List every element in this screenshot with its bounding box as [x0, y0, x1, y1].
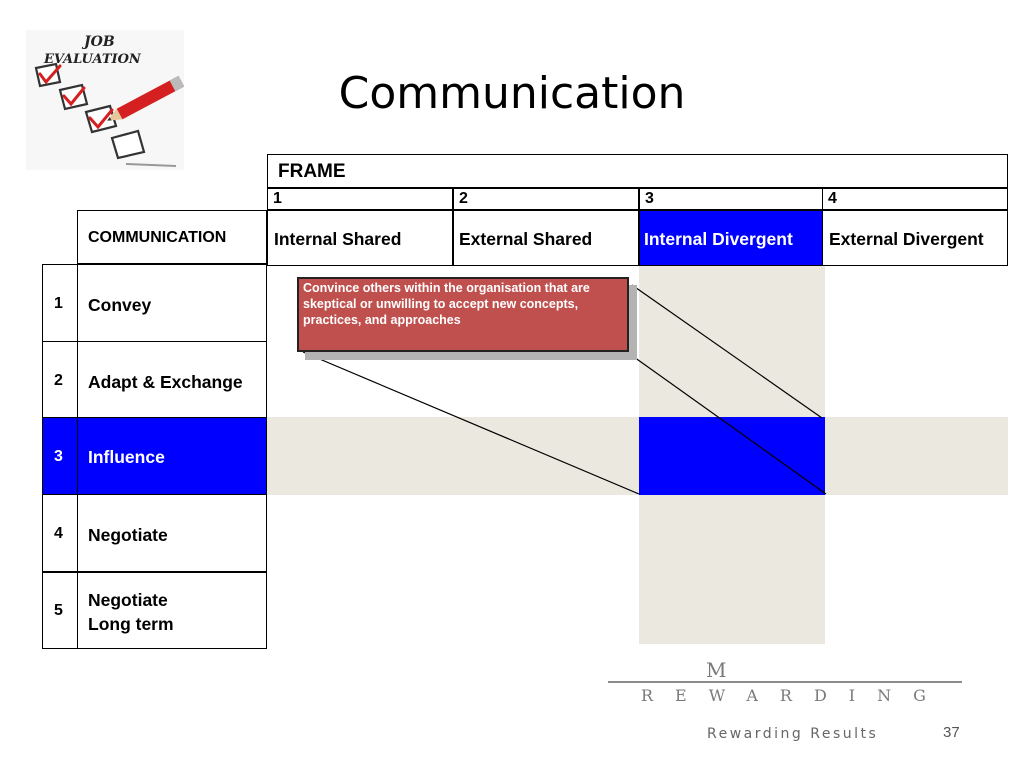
column-header-4-label: External Divergent	[829, 229, 984, 249]
column-header-2: External Shared	[453, 210, 639, 266]
frame-num-3-label: 3	[645, 190, 654, 207]
page-number: 37	[943, 724, 960, 741]
row-3-num: 3	[42, 417, 78, 495]
row-5-num: 5	[42, 572, 78, 649]
page-title-text: Communication	[338, 68, 686, 119]
row-3-label: Influence	[77, 417, 267, 495]
brand-tagline: Rewarding Results	[707, 726, 879, 742]
frame-num-2-label: 2	[459, 190, 468, 207]
row-5-num-label: 5	[54, 602, 63, 619]
frame-num-1-label: 1	[273, 190, 282, 207]
row-1-label-text: Convey	[88, 295, 152, 315]
column-header-4: External Divergent	[822, 210, 1008, 266]
row-3-num-label: 3	[54, 448, 63, 465]
row-1-label: Convey	[77, 264, 267, 342]
column-header-1: Internal Shared	[267, 210, 453, 266]
frame-num-1: 1	[267, 188, 453, 210]
communication-header-label: COMMUNICATION	[88, 229, 227, 246]
column-header-3-label: Internal Divergent	[644, 229, 793, 249]
frame-num-4: 4	[822, 188, 1008, 210]
row-2-label: Adapt & Exchange	[77, 341, 267, 418]
row-2-num: 2	[42, 341, 78, 418]
brand-wordmark: REWARDING	[641, 686, 948, 705]
row-5-label: Negotiate Long term	[77, 572, 267, 649]
page-title: Communication	[0, 68, 1024, 119]
intersection-highlight	[639, 417, 825, 495]
row-5-label-line2: Long term	[88, 614, 174, 634]
checklist-pencil-icon	[26, 30, 185, 170]
frame-num-2: 2	[453, 188, 639, 210]
column-header-1-label: Internal Shared	[274, 229, 402, 249]
row-4-num: 4	[42, 494, 78, 572]
brand-divider	[608, 681, 962, 683]
logo-line1: JOB	[84, 34, 115, 50]
callout-text: Convince others within the organisation …	[303, 281, 590, 327]
row-2-num-label: 2	[54, 372, 63, 389]
column-header-2-label: External Shared	[459, 229, 593, 249]
row-4-num-label: 4	[54, 525, 63, 542]
job-evaluation-logo: JOB EVALUATION	[26, 30, 185, 170]
row-5-label-line1: Negotiate	[88, 590, 168, 610]
column-header-3: Internal Divergent	[639, 210, 825, 266]
frame-num-4-label: 4	[828, 190, 837, 207]
brand-monogram: M	[706, 658, 727, 682]
frame-header-label: FRAME	[278, 161, 346, 182]
row-4-label: Negotiate	[77, 494, 267, 572]
frame-num-3: 3	[639, 188, 825, 210]
row-2-label-text: Adapt & Exchange	[88, 372, 243, 392]
callout-box: Convince others within the organisation …	[297, 277, 629, 352]
frame-header: FRAME	[267, 154, 1008, 188]
row-1-num-label: 1	[54, 295, 63, 312]
row-3-shade	[267, 417, 1008, 495]
communication-header: COMMUNICATION	[77, 210, 267, 264]
row-3-label-text: Influence	[88, 447, 165, 467]
logo-line2: EVALUATION	[44, 52, 141, 67]
row-1-num: 1	[42, 264, 78, 342]
row-4-label-text: Negotiate	[88, 525, 168, 545]
